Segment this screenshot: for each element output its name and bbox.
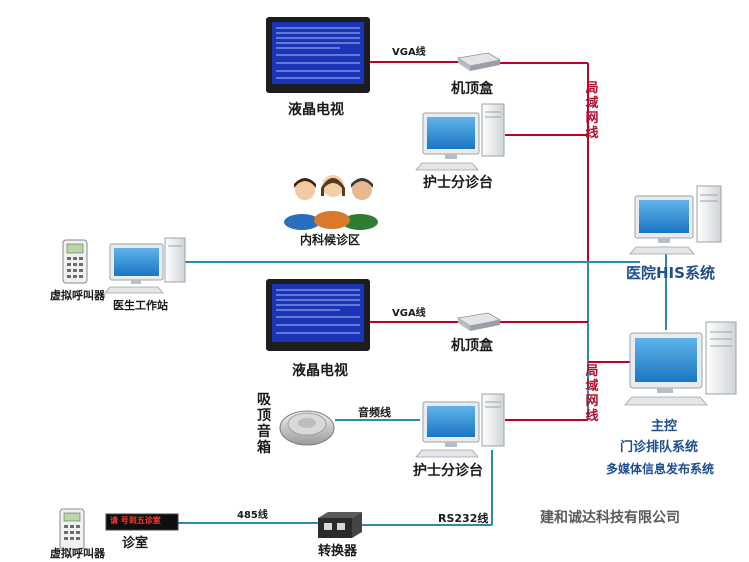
set-top-box-bottom [456,312,502,331]
company-name: 建和诚达科技有限公司 [540,510,680,526]
nurse-pc-bottom [415,393,505,458]
media-system-label: 多媒体信息发布系统 [606,462,715,476]
patients-group-icon [284,175,378,230]
virtual-caller-device-bottom [59,508,85,550]
rs232-cable-label: RS232线 [438,512,489,525]
lcd-tv-bottom [266,279,370,351]
main-control-pc [624,321,737,406]
converter-label: 转换器 [318,544,358,559]
vga-cable-label-bottom: VGA线 [392,308,426,319]
converter-device [318,512,362,538]
nurse-pc-top [415,103,505,171]
set-top-box-label-top: 机顶盒 [451,81,493,97]
set-top-box-label-bottom: 机顶盒 [451,338,493,354]
nurse-station-label-bottom: 护士分诊台 [413,463,483,479]
ceiling-speaker-device [279,410,335,446]
doctor-station-label: 医生工作站 [113,299,168,312]
audio-cable-label: 音频线 [358,406,391,419]
led-screen-text: 请 号到五诊室 [110,516,161,525]
ceiling-speaker-label: 吸顶音箱 [257,392,271,456]
virtual-caller-label-bottom: 虚拟呼叫器 [50,547,105,560]
nurse-station-label-top: 护士分诊台 [423,175,493,191]
his-system-pc [629,185,722,255]
cable-485-label: 485线 [237,510,268,521]
doctor-workstation-pc [104,237,186,294]
virtual-caller-label-top: 虚拟呼叫器 [50,289,105,302]
his-system-label: 医院HIS系统 [626,264,715,282]
lcd-tv-label-top: 液晶电视 [288,102,344,118]
queue-system-label: 门诊排队系统 [620,440,699,455]
connection-lines [178,61,667,526]
clinic-room-label: 诊室 [122,536,149,551]
set-top-box-top [456,52,502,71]
vga-cable-label-top: VGA线 [392,47,426,58]
lcd-tv-label-bottom: 液晶电视 [292,363,348,379]
lan-cable-label-bottom: 局域网线 [585,364,599,424]
clinic-led-screen [105,513,179,531]
lan-cable-label-top: 局域网线 [585,81,599,141]
waiting-area-label: 内科候诊区 [300,233,361,247]
main-control-label: 主控 [651,419,678,434]
virtual-caller-device-top [62,239,88,284]
lcd-tv-top [266,17,370,93]
